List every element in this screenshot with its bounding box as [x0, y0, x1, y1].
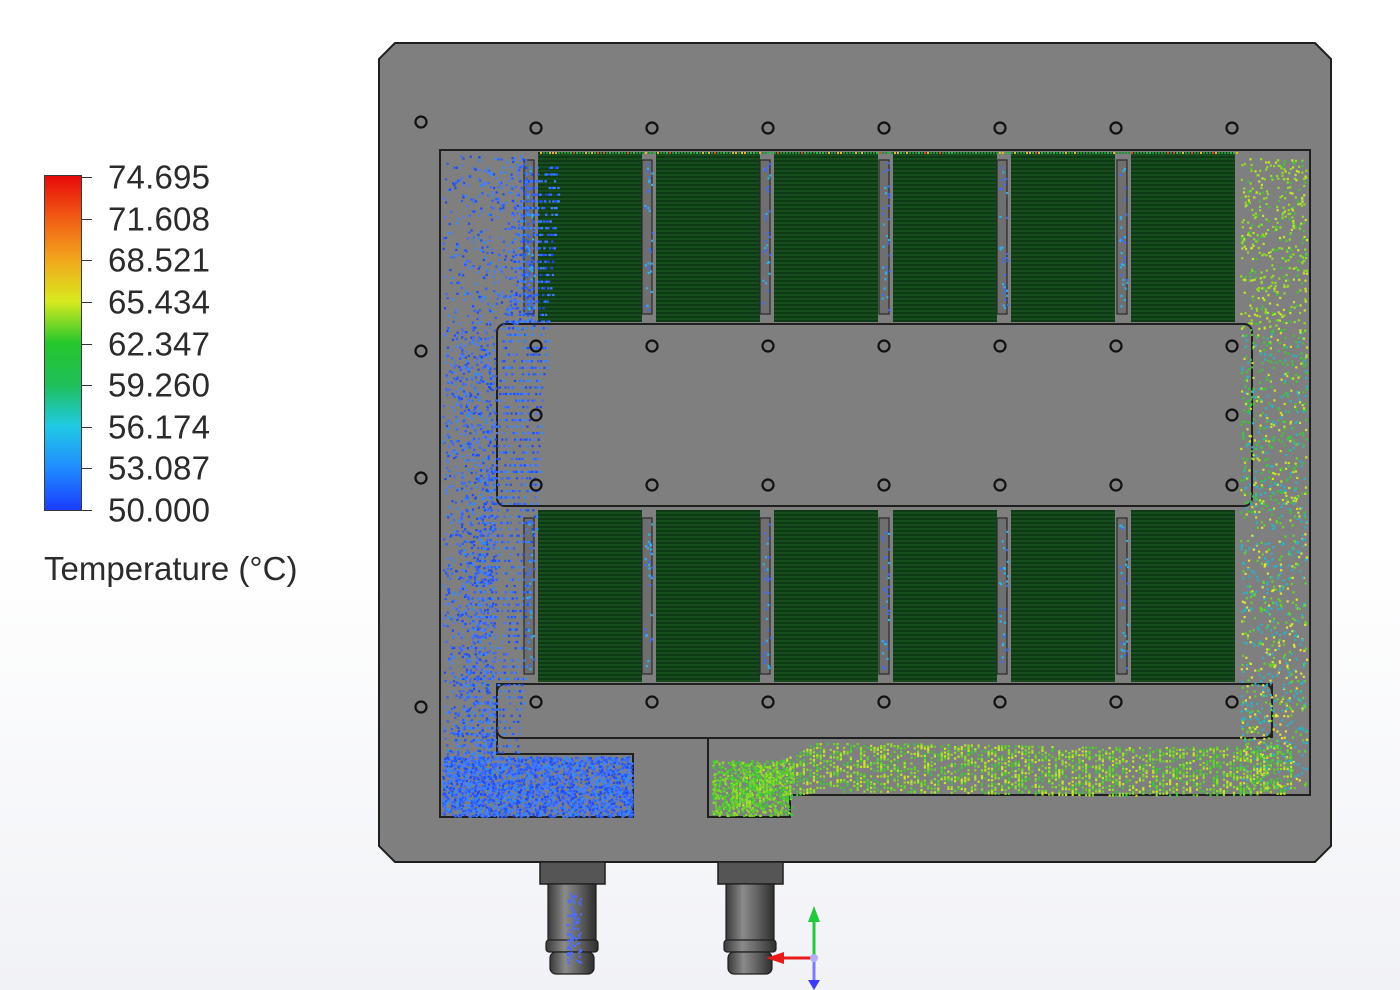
fin-column — [1011, 152, 1115, 322]
screw-hole — [761, 478, 775, 492]
fin-column — [893, 152, 997, 322]
screw-hole — [645, 478, 659, 492]
screw-hole — [414, 471, 428, 485]
legend-tick — [82, 177, 92, 178]
fin-separator — [759, 517, 771, 675]
screw-hole — [993, 339, 1007, 353]
center-island — [496, 323, 1253, 507]
legend-tick — [82, 218, 92, 220]
screw-hole — [1109, 339, 1123, 353]
screw-hole — [645, 339, 659, 353]
fin-separator — [523, 517, 535, 675]
fin-column — [774, 152, 878, 322]
fin-column — [538, 152, 642, 322]
fin-separator — [1116, 159, 1128, 315]
screw-hole — [1225, 408, 1239, 422]
screw-hole — [877, 121, 891, 135]
bottom-divider — [496, 683, 1273, 739]
fin-separator — [1116, 517, 1128, 675]
temperature-color-bar — [44, 175, 82, 511]
legend-value-label: 59.260 — [108, 366, 211, 404]
legend-tick — [82, 260, 92, 262]
screw-hole — [761, 339, 775, 353]
screw-hole — [1225, 339, 1239, 353]
fin-separator — [641, 517, 653, 675]
screw-hole — [645, 121, 659, 135]
screw-hole — [1109, 478, 1123, 492]
legend-tick — [82, 385, 92, 387]
fin-column — [893, 510, 997, 682]
inlet-streaks — [566, 893, 583, 965]
screw-hole — [993, 121, 1007, 135]
legend-tick — [82, 301, 92, 303]
screw-hole — [529, 408, 543, 422]
fin-separator — [996, 517, 1008, 675]
screw-hole — [414, 700, 428, 714]
axis-triad-icon — [766, 906, 820, 990]
screw-hole — [1225, 121, 1239, 135]
legend-value-label: 56.174 — [108, 408, 211, 446]
screw-hole — [529, 478, 543, 492]
screw-hole — [529, 695, 543, 709]
fin-column — [538, 510, 642, 682]
fin-column — [656, 152, 760, 322]
screw-hole — [761, 695, 775, 709]
fin-stack-bottom — [523, 510, 1235, 682]
screw-hole — [993, 478, 1007, 492]
screw-hole — [1109, 695, 1123, 709]
legend-value-label: 74.695 — [108, 158, 211, 196]
screw-hole — [761, 121, 775, 135]
legend-value-label: 65.434 — [108, 283, 211, 321]
fin-separator — [641, 159, 653, 315]
inlet-connector — [539, 861, 606, 975]
fin-separator — [996, 159, 1008, 315]
legend-title: Temperature (°C) — [44, 550, 298, 587]
screw-hole — [1225, 695, 1239, 709]
screw-hole — [1225, 478, 1239, 492]
screw-hole — [414, 115, 428, 129]
screw-hole — [877, 695, 891, 709]
outlet-connector — [717, 861, 784, 975]
legend-tick — [82, 468, 92, 470]
legend-value-label: 68.521 — [108, 241, 211, 279]
screw-hole — [529, 121, 543, 135]
legend-value-label: 62.347 — [108, 325, 211, 362]
legend-tick — [82, 343, 92, 345]
screw-hole — [529, 339, 543, 353]
legend-tick — [82, 510, 92, 511]
fin-column — [656, 510, 760, 682]
screw-holes — [414, 115, 1239, 714]
screw-hole — [877, 339, 891, 353]
legend-value-label: 71.608 — [108, 200, 211, 238]
fin-column — [774, 510, 878, 682]
screw-hole — [993, 695, 1007, 709]
screw-hole — [1109, 121, 1123, 135]
legend-tick — [82, 426, 92, 428]
fin-stack-top — [523, 152, 1238, 322]
cold-flow-streamlines — [442, 155, 1130, 819]
legend-value-label: 53.087 — [108, 449, 211, 487]
legend-value-label: 50.000 — [108, 491, 211, 529]
screw-hole — [414, 344, 428, 358]
screw-hole — [645, 695, 659, 709]
warm-flow-streamlines — [712, 158, 1309, 818]
fin-column — [1131, 152, 1235, 322]
fin-column — [1131, 510, 1235, 682]
fin-column — [1011, 510, 1115, 682]
fin-separator — [878, 159, 890, 315]
screw-hole — [877, 478, 891, 492]
